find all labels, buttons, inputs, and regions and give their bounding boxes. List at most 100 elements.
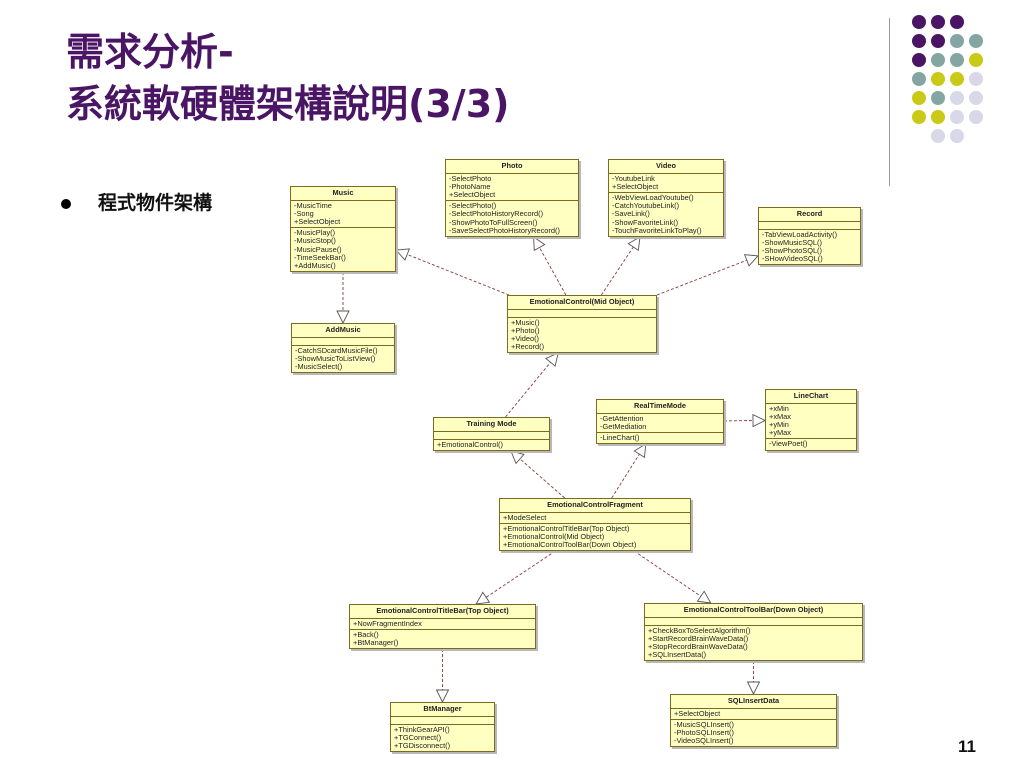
class-name: Training Mode [434,418,549,433]
class-name: Record [759,208,860,223]
decor-dot [969,91,983,105]
class-attribute: -YoutubeLink [612,174,655,184]
class-sql-insert-data: SQLInsertData+SelectObject-MusicSQLInser… [670,694,837,748]
relation-arrowhead [545,352,559,367]
decor-dot [912,53,926,67]
class-operation: -ShowPhotoToFullScreen() [449,217,538,227]
class-operations: +EmotionalControl() [434,439,549,450]
slide-title-line2: 系統軟硬體架構說明(3/3) [66,82,510,126]
class-operation: -PhotoSQLInsert() [674,728,734,738]
class-name: Video [609,160,723,175]
class-attributes: -SelectPhoto-PhotoName+SelectObject [446,174,578,200]
decor-dot [969,110,983,124]
class-operation: +AddMusic() [294,260,336,270]
class-attribute: +NowFragmentIndex [353,619,422,629]
class-emotional-control-title-bar: EmotionalControlTitleBar(Top Object)+Now… [349,604,536,650]
class-operations: +ThinkGearAPI()+TGConnect()+TGDisconnect… [391,724,494,751]
class-emotional-control-fragment: EmotionalControlFragment+ModeSelect+Emot… [499,498,691,552]
decor-dot [931,129,945,143]
class-operation: +Back() [353,630,379,640]
class-attributes: +NowFragmentIndex [350,619,535,629]
class-operation: +SQLInsertData() [648,650,707,660]
class-attributes: +ModeSelect [500,513,690,523]
decor-dot [950,53,964,67]
class-attribute: +SelectObject [449,190,496,200]
class-attribute: -Song [294,209,314,219]
class-operation: -ShowMusicSQL() [762,238,822,248]
class-name: SQLInsertData [671,695,836,710]
relation-arrowhead [533,236,546,252]
class-attribute: +yMin [769,420,789,430]
class-photo: Photo-SelectPhoto-PhotoName+SelectObject… [445,159,579,237]
decor-dot [931,110,945,124]
relation-arrowhead [336,310,350,325]
relation-arrowhead [627,236,641,252]
relation-arrowhead [435,689,450,704]
decor-dot [969,53,983,67]
class-operation: -MusicSQLInsert() [674,720,734,730]
decor-dot [969,34,983,48]
class-name: EmotionalControlFragment [500,499,690,514]
relation-arrowhead [743,254,759,267]
class-operation: +BtManager() [353,638,399,648]
class-operation: -MusicPlay() [294,228,336,238]
class-operation: -ShowPhotoSQL() [762,246,822,256]
decor-dot-grid [912,15,983,143]
class-name: BtManager [391,703,494,718]
class-operation: -SHowVideoSQL() [762,254,823,264]
class-operation: -MusicSelect() [295,362,343,372]
decor-dot [950,72,964,86]
relation-arrowhead [510,450,525,465]
class-attribute: -MusicTime [294,201,332,211]
class-attributes [759,222,860,229]
class-operations: -MusicSQLInsert()-PhotoSQLInsert()-Video… [671,719,836,746]
relation-line [519,458,565,499]
class-name: Music [291,187,395,202]
class-attribute: +SelectObject [674,709,721,719]
class-operations: -WebViewLoadYoutube()-CatchYoutubeLink()… [609,192,723,235]
relation-arrowhead [395,248,411,261]
class-attributes: -MusicTime-Song+SelectObject [291,201,395,227]
class-operations: -LineChart() [597,432,723,443]
relation-line [485,550,556,598]
class-operation: +TGConnect() [394,733,442,743]
class-operation: +CheckBoxToSelectAlgorithm() [648,626,751,636]
class-operation: -CatchYoutubeLink() [612,201,680,211]
decor-dot [912,91,926,105]
class-operation: -TouchFavoriteLinkToPlay() [612,225,702,235]
class-operations: +Back()+BtManager() [350,629,535,648]
decor-dot [931,72,945,86]
relation-arrowhead [633,443,647,459]
class-real-time-mode: RealTimeMode-GetAttention-GetMediation-L… [596,399,724,445]
class-operation: -LineChart() [600,433,640,443]
relation-line [600,246,634,296]
class-emotional-control: EmotionalControl(Mid Object)+Music()+Pho… [507,295,657,354]
class-attributes: -GetAttention-GetMediation [597,414,723,432]
class-operation: +ThinkGearAPI() [394,725,450,735]
decor-dot [931,15,945,29]
decor-dot [950,110,964,124]
class-operation: -SaveLink() [612,209,650,219]
class-attribute: -GetMediation [600,422,647,432]
class-operations: -CatchSDcardMusicFile()-ShowMusicToListV… [292,345,394,372]
class-attribute: +xMin [769,404,789,414]
decor-dot [950,91,964,105]
class-operation: +EmotionalControlToolBar(Down Object) [503,540,637,550]
decor-dot [912,34,926,48]
decor-dot [912,15,926,29]
class-attributes [508,310,656,317]
bullet-dot-icon [61,199,71,209]
class-operation: +EmotionalControlTitleBar(Top Object) [503,524,630,534]
slide-title: 需求分析- 系統軟硬體架構說明(3/3) [66,26,510,130]
class-record: Record-TabViewLoadActivity()-ShowMusicSQ… [758,207,861,266]
relation-line [505,361,551,418]
class-name: RealTimeMode [597,400,723,415]
page-number: 11 [958,737,976,756]
class-operations: +Music()+Photo()+Video()+Record() [508,317,656,352]
class-attribute: +ModeSelect [503,513,547,523]
slide-title-line1: 需求分析- [66,30,234,74]
class-attributes: +xMin+xMax+yMin+yMax [766,404,856,438]
decor-dot [950,34,964,48]
